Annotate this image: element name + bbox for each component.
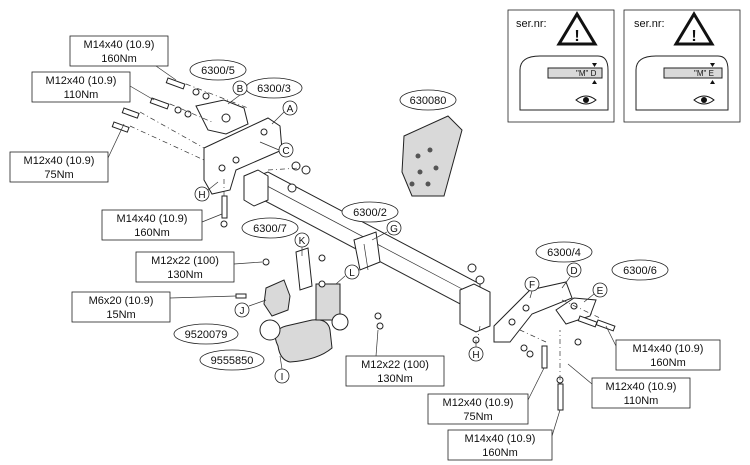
svg-text:130Nm: 130Nm bbox=[167, 269, 202, 281]
svg-text:6300/4: 6300/4 bbox=[547, 247, 581, 259]
serial-panel-left: ser.nr: ! "M" D bbox=[507, 9, 615, 123]
socket-bracket bbox=[263, 247, 313, 317]
part-6300-6: 6300/6 bbox=[611, 259, 669, 281]
svg-text:M12x40 (10.9): M12x40 (10.9) bbox=[46, 75, 117, 87]
warning-triangle-icon: ! bbox=[673, 11, 715, 46]
svg-text:L: L bbox=[349, 268, 355, 279]
serial-panel-title: ser.nr: bbox=[634, 18, 665, 30]
label-b7: M12x22 (100) 130Nm bbox=[345, 329, 445, 387]
svg-text:M14x40 (10.9): M14x40 (10.9) bbox=[117, 213, 188, 225]
svg-text:6300/3: 6300/3 bbox=[257, 83, 291, 95]
svg-text:6300/2: 6300/2 bbox=[353, 207, 387, 219]
part-9520079: 9520079 bbox=[173, 323, 239, 345]
bolt-spec: M14x40 (10.9) bbox=[84, 39, 155, 51]
svg-text:G: G bbox=[390, 224, 398, 235]
svg-text:130Nm: 130Nm bbox=[377, 373, 412, 385]
bolt-torque: 160Nm bbox=[101, 53, 136, 65]
svg-text:I: I bbox=[281, 372, 284, 383]
svg-text:M12x40 (10.9): M12x40 (10.9) bbox=[443, 397, 514, 409]
svg-text:160Nm: 160Nm bbox=[650, 357, 685, 369]
svg-text:160Nm: 160Nm bbox=[482, 447, 517, 459]
svg-text:A: A bbox=[287, 104, 294, 115]
svg-text:15Nm: 15Nm bbox=[106, 309, 135, 321]
part-6300-4: 6300/4 bbox=[535, 241, 593, 263]
svg-text:9555850: 9555850 bbox=[211, 355, 254, 367]
svg-text:75Nm: 75Nm bbox=[463, 411, 492, 423]
part-630080: 630080 bbox=[399, 89, 457, 111]
label-b2: M12x40 (10.9) 110Nm bbox=[31, 71, 155, 103]
part-6300-7: 6300/7 bbox=[241, 217, 299, 239]
part-9555850: 9555850 bbox=[199, 349, 265, 371]
svg-text:K: K bbox=[299, 236, 306, 247]
svg-text:M12x22 (100): M12x22 (100) bbox=[151, 255, 219, 267]
svg-text:630080: 630080 bbox=[410, 95, 447, 107]
svg-text:M14x40 (10.9): M14x40 (10.9) bbox=[465, 433, 536, 445]
assembly-lines bbox=[129, 83, 601, 380]
svg-text:M12x22 (100): M12x22 (100) bbox=[361, 359, 429, 371]
mounting-plate-630080 bbox=[401, 115, 463, 197]
svg-text:E: E bbox=[597, 286, 604, 297]
label-b1: M14x40 (10.9) 160Nm bbox=[69, 35, 177, 81]
towball-neck bbox=[259, 283, 349, 363]
svg-text:!: ! bbox=[691, 28, 696, 45]
svg-text:M14x40 (10.9): M14x40 (10.9) bbox=[633, 343, 704, 355]
serial-code: "M" E bbox=[694, 69, 714, 78]
svg-text:!: ! bbox=[574, 28, 579, 45]
label-b10: M12x40 (10.9) 75Nm bbox=[427, 367, 545, 425]
label-b11: M14x40 (10.9) 160Nm bbox=[447, 409, 561, 461]
serial-panel-right: ser.nr: ! "M" E bbox=[623, 9, 741, 123]
label-b5: M12x22 (100) 130Nm bbox=[135, 251, 263, 283]
label-b8: M14x40 (10.9) 160Nm bbox=[605, 325, 721, 371]
letter-callouts: B A C H G K L J I D F E H bbox=[194, 80, 608, 384]
svg-text:110Nm: 110Nm bbox=[64, 89, 99, 101]
svg-text:D: D bbox=[570, 266, 577, 277]
warning-triangle-icon: ! bbox=[556, 11, 598, 46]
label-b4: M14x40 (10.9) 160Nm bbox=[101, 209, 223, 241]
label-b6: M6x20 (10.9) 15Nm bbox=[71, 291, 237, 323]
part-6300-2: 6300/2 bbox=[341, 201, 399, 223]
svg-text:6300/6: 6300/6 bbox=[623, 265, 657, 277]
svg-text:6300/7: 6300/7 bbox=[253, 223, 287, 235]
label-b9: M12x40 (10.9) 110Nm bbox=[567, 363, 691, 409]
svg-text:J: J bbox=[240, 306, 245, 317]
bolts-right bbox=[467, 263, 616, 411]
eye-icon bbox=[693, 95, 715, 105]
part-6300-3: 6300/3 bbox=[245, 77, 303, 99]
svg-text:M12x40 (10.9): M12x40 (10.9) bbox=[24, 155, 95, 167]
serial-code: "M" D bbox=[576, 69, 597, 78]
svg-text:C: C bbox=[282, 146, 289, 157]
label-b3: M12x40 (10.9) 75Nm bbox=[9, 123, 125, 183]
svg-text:6300/5: 6300/5 bbox=[201, 65, 235, 77]
eye-icon bbox=[575, 95, 597, 105]
svg-text:B: B bbox=[237, 84, 244, 95]
side-bracket-right bbox=[493, 281, 597, 343]
bolts-left bbox=[111, 77, 311, 228]
side-bracket-left bbox=[195, 99, 283, 195]
svg-text:H: H bbox=[472, 350, 479, 361]
svg-text:75Nm: 75Nm bbox=[44, 169, 73, 181]
part-6300-5: 6300/5 bbox=[189, 59, 247, 81]
svg-text:H: H bbox=[198, 190, 205, 201]
svg-text:M12x40 (10.9): M12x40 (10.9) bbox=[606, 381, 677, 393]
crossbar bbox=[243, 169, 491, 333]
svg-text:110Nm: 110Nm bbox=[624, 395, 659, 407]
svg-text:F: F bbox=[529, 280, 535, 291]
svg-text:M6x20 (10.9): M6x20 (10.9) bbox=[89, 295, 154, 307]
svg-text:160Nm: 160Nm bbox=[134, 227, 169, 239]
serial-panel-title: ser.nr: bbox=[516, 18, 547, 30]
svg-text:9520079: 9520079 bbox=[185, 329, 228, 341]
